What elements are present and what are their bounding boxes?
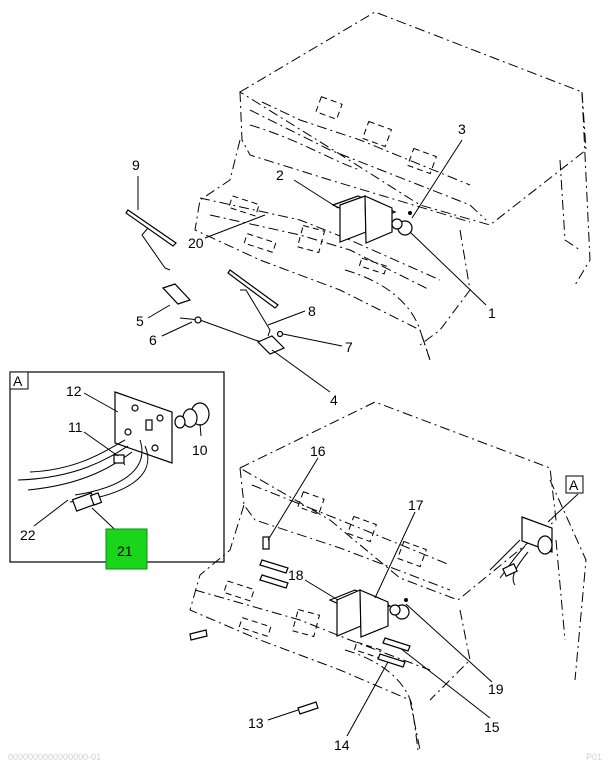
callout-1[interactable]: 1 xyxy=(488,305,496,321)
callout-4[interactable]: 4 xyxy=(330,392,338,408)
footer-code: 0000000000000000-01 xyxy=(8,752,101,761)
callout-15[interactable]: 15 xyxy=(484,719,500,735)
highlight-box-21[interactable] xyxy=(105,528,148,570)
callouts-detail: A 10 11 12 21 22 xyxy=(13,373,208,559)
callout-22[interactable]: 22 xyxy=(20,527,36,543)
top-cab-body xyxy=(194,11,591,361)
bottom-cab-body xyxy=(189,401,587,751)
callout-8[interactable]: 8 xyxy=(308,303,316,319)
top-cab-parts xyxy=(125,195,413,355)
callout-20[interactable]: 20 xyxy=(188,235,204,251)
leader-lines xyxy=(33,139,579,737)
footer-page: P01 xyxy=(586,752,602,761)
callout-3[interactable]: 3 xyxy=(458,121,466,137)
callout-13[interactable]: 13 xyxy=(248,715,264,731)
cab-detail-a-label: A xyxy=(569,477,579,493)
callout-19[interactable]: 19 xyxy=(488,681,504,697)
callout-7[interactable]: 7 xyxy=(345,339,353,355)
callout-10[interactable]: 10 xyxy=(192,442,208,458)
detail-a-label: A xyxy=(13,373,23,389)
callout-16[interactable]: 16 xyxy=(310,443,326,459)
callout-14[interactable]: 14 xyxy=(334,737,350,753)
callout-6[interactable]: 6 xyxy=(149,332,157,348)
callouts-bottom: A 13 14 15 16 17 18 19 xyxy=(248,443,579,753)
callout-21[interactable]: 21 xyxy=(117,543,133,559)
callout-12[interactable]: 12 xyxy=(66,383,82,399)
callout-17[interactable]: 17 xyxy=(408,497,424,513)
bottom-cab-parts xyxy=(189,475,584,715)
callout-11[interactable]: 11 xyxy=(68,419,83,435)
detail-a-box xyxy=(9,371,225,563)
callout-5[interactable]: 5 xyxy=(136,313,144,329)
callout-18[interactable]: 18 xyxy=(288,567,304,583)
callout-2[interactable]: 2 xyxy=(276,167,284,183)
callouts-top: 1 2 3 4 5 6 7 8 9 20 xyxy=(132,121,496,408)
callout-9[interactable]: 9 xyxy=(132,157,140,173)
